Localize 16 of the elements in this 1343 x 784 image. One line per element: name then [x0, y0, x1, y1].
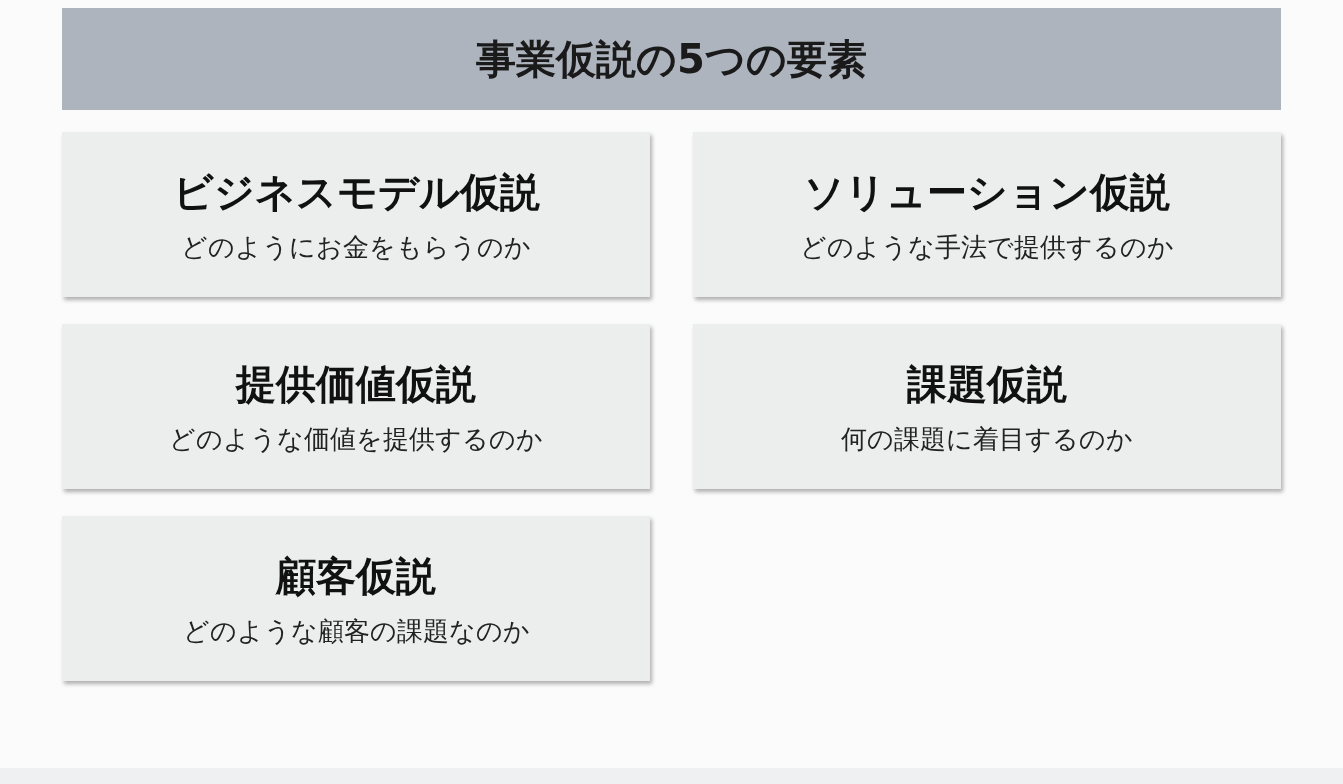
hypothesis-card — [62, 132, 650, 297]
hypothesis-card — [62, 516, 650, 681]
hypothesis-card — [693, 324, 1281, 489]
card-heading: ビジネスモデル仮説 — [172, 167, 540, 217]
card-heading: ソリューション仮説 — [804, 167, 1170, 217]
card-heading: 顧客仮説 — [276, 551, 436, 601]
hypothesis-card — [693, 132, 1281, 297]
card-description: どのような価値を提供するのか — [169, 422, 543, 456]
card-heading: 課題仮説 — [907, 359, 1067, 409]
card-description: どのようにお金をもらうのか — [181, 230, 531, 264]
card-description: 何の課題に着目するのか — [841, 422, 1133, 456]
hypothesis-card — [62, 324, 650, 489]
title: 事業仮説の5つの要素 — [476, 34, 867, 84]
card-heading: 提供価値仮説 — [236, 359, 476, 409]
card-description: どのような顧客の課題なのか — [182, 614, 530, 648]
card-description: どのような手法で提供するのか — [800, 230, 1174, 264]
